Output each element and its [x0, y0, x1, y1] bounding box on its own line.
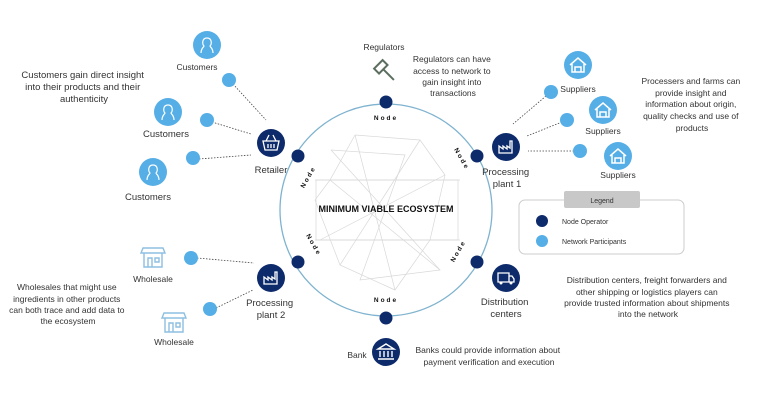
- truck-icon: [492, 264, 520, 292]
- node-label: Node: [300, 165, 318, 190]
- center-title: MINIMUM VIABLE ECOSYSTEM: [318, 204, 453, 214]
- wholesale-description: Wholesales that might use ingredients in…: [9, 282, 127, 326]
- processing-plant-2-label: Processing plant 2: [246, 298, 296, 321]
- supplier-label: Suppliers: [600, 170, 635, 180]
- node-label: Node: [450, 239, 468, 264]
- supplier-label: Suppliers: [560, 84, 595, 94]
- customer-label: Customers: [143, 129, 189, 140]
- legend: Legend Node Operator Network Participant…: [518, 191, 685, 255]
- node-label: Node: [374, 115, 398, 122]
- distribution-description: Distribution centers, freight forwarders…: [564, 275, 732, 319]
- bank-icon: [372, 338, 400, 366]
- legend-title: Legend: [590, 198, 613, 205]
- node-label: Node: [452, 147, 470, 172]
- node-dot-distribution[interactable]: [470, 255, 484, 269]
- customer-label: Customers: [125, 192, 171, 203]
- node-label: Node: [374, 297, 398, 304]
- legend-label: Node Operator: [562, 219, 609, 226]
- regulators-label: Regulators: [363, 42, 404, 52]
- bank-label: Bank: [347, 350, 367, 360]
- customer-dot[interactable]: [200, 113, 214, 127]
- connectors: [196, 83, 574, 309]
- regulators-description: Regulators can have access to network to…: [413, 54, 493, 98]
- node-label: Node: [304, 233, 322, 258]
- store-icon: [140, 247, 166, 268]
- legend-swatch-network-participant: [536, 235, 548, 247]
- legend-label: Network Participants: [562, 239, 627, 246]
- wholesale-dot[interactable]: [203, 302, 217, 316]
- barn-icon: [563, 50, 593, 80]
- network-web: [314, 134, 460, 291]
- supplier-dot[interactable]: [560, 113, 574, 127]
- barn-icon: [603, 141, 633, 171]
- retailer-label: Retailer: [255, 165, 288, 176]
- customers-description: Customers gain direct insight into their…: [21, 70, 146, 105]
- node-dot-plant1[interactable]: [470, 149, 484, 163]
- supplier-dot[interactable]: [573, 144, 587, 158]
- node-dot-plant2[interactable]: [291, 255, 305, 269]
- customer-dot[interactable]: [186, 151, 200, 165]
- customer-icon: [153, 97, 183, 127]
- store-icon: [161, 312, 187, 333]
- basket-icon: [257, 129, 285, 157]
- wholesale-dot[interactable]: [184, 251, 198, 265]
- wholesale-label: Wholesale: [133, 274, 173, 284]
- supplier-label: Suppliers: [585, 126, 620, 136]
- node-dot-retailer[interactable]: [291, 149, 305, 163]
- factory-icon: [256, 263, 286, 293]
- processing-plant-1-label: Processing plant 1: [482, 167, 532, 190]
- node-operators: [291, 95, 484, 325]
- node-dot-top[interactable]: [379, 95, 393, 109]
- customer-dot[interactable]: [222, 73, 236, 87]
- wholesale-label: Wholesale: [154, 337, 194, 347]
- suppliers-description: Processers and farms can provide insight…: [641, 76, 742, 133]
- barn-icon: [588, 95, 618, 125]
- bank-description: Banks could provide information about pa…: [416, 345, 563, 367]
- customer-icon: [138, 157, 168, 187]
- factory-icon: [491, 132, 521, 162]
- supplier-dot[interactable]: [544, 85, 558, 99]
- gavel-icon: [372, 58, 395, 81]
- distribution-label: Distribution centers: [481, 297, 531, 320]
- participant-dots: [184, 73, 587, 316]
- legend-swatch-node-operator: [536, 215, 548, 227]
- customer-icon: [192, 30, 222, 60]
- node-dot-bank[interactable]: [379, 311, 393, 325]
- customer-label: Customers: [176, 62, 217, 72]
